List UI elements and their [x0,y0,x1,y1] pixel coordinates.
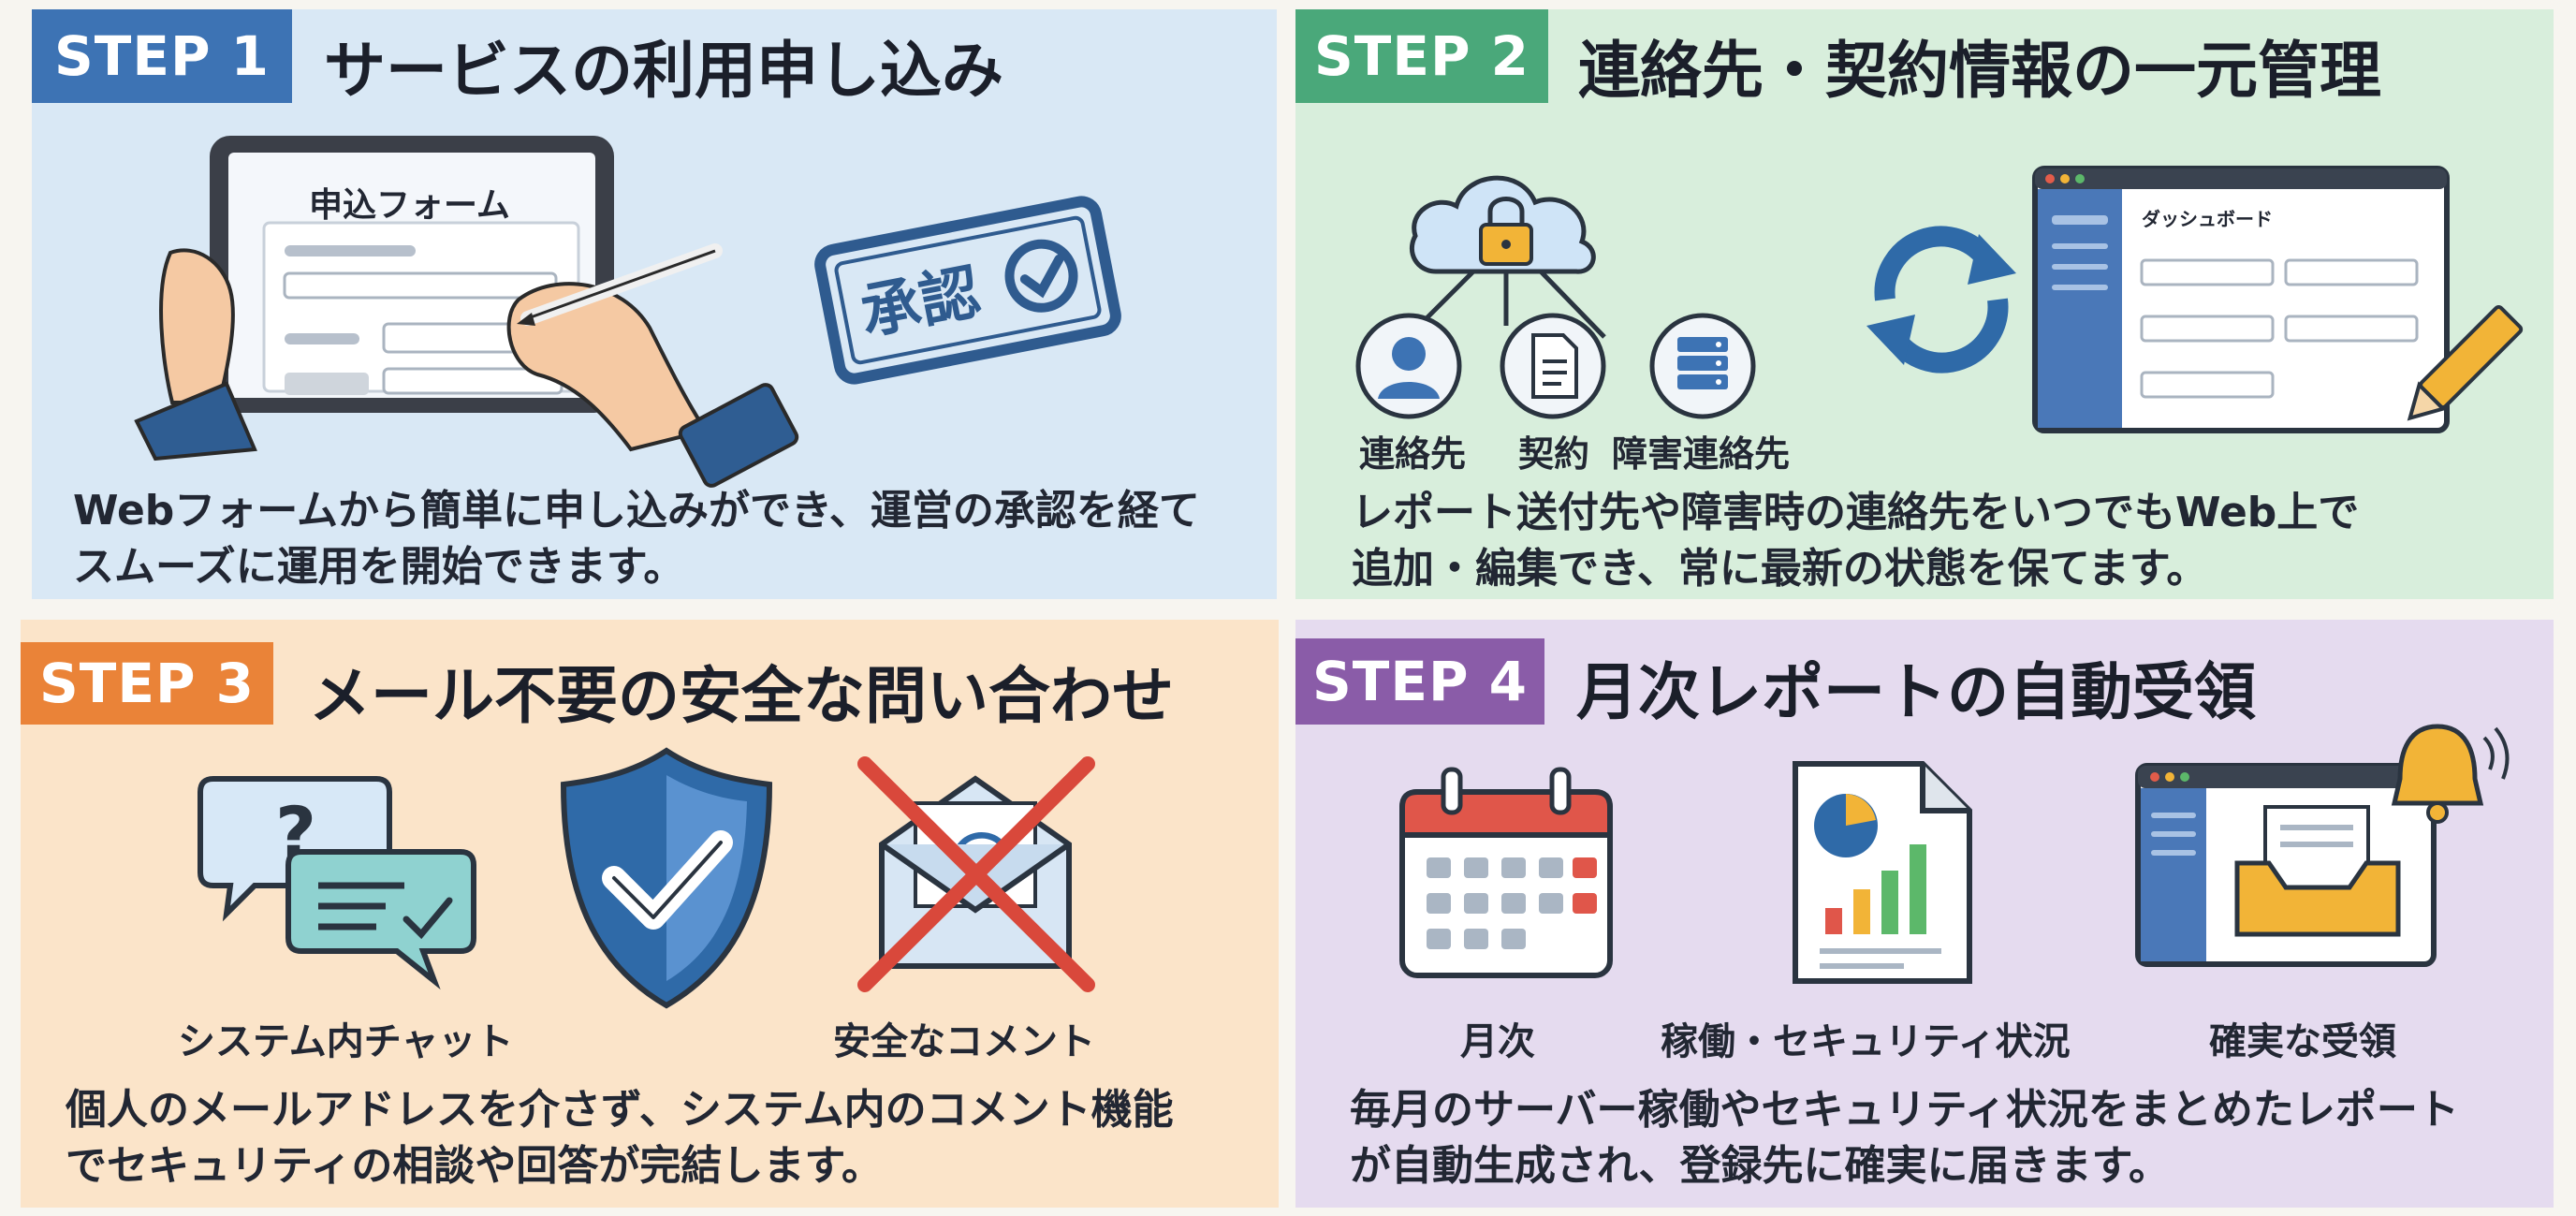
step-2-panel: STEP 2 連絡先・契約情報の一元管理 連絡先 契約 障害連絡先 [1295,9,2554,599]
server-icon [1649,313,1756,419]
form-title: 申込フォーム [309,186,510,225]
step-badge: STEP 1 [32,9,292,103]
step-4-panel: STEP 4 月次レポートの自動受領 [1295,620,2554,1208]
cloud-lock-icon [1406,175,1606,339]
label-operation-security-status: 稼働・セキュリティ状況 [1661,1020,2071,1063]
panel-description: 個人のメールアドレスを介さず、システム内のコメント機能 でセキュリティの相談や回… [66,1082,1174,1194]
label-in-system-chat: システム内チャット [178,1020,514,1063]
dashboard-title: ダッシュボード [2142,208,2273,230]
chat-bubbles-icon: ? [198,776,476,990]
contact-person-icon [1355,313,1462,419]
description-line-2: でセキュリティの相談や回答が完結します。 [66,1142,883,1190]
panel-description: 毎月のサーバー稼働やセキュリティ状況をまとめたレポート が自動生成され、登録先に… [1350,1082,2459,1194]
label-incident-contact: 障害連絡先 [1612,433,1791,475]
crossed-email-icon: @ [857,756,1095,992]
panel-title: メール不要の安全な問い合わせ [309,660,1174,732]
dashboard-window-icon [2032,166,2524,433]
tablet-form-illustration [134,136,799,488]
report-chart-icon [1793,761,1972,984]
panel-description: Webフォームから簡単に申し込みができ、運営の承認を経て スムーズに運用を開始で… [73,483,1200,595]
description-line-2: スムーズに運用を開始できます。 [73,543,685,591]
inbox-window-icon [2135,724,2510,967]
step-3-panel: STEP 3 メール不要の安全な問い合わせ ? @ システム内チャット 安全なコ… [21,620,1279,1208]
step-1-panel: STEP 1 サービスの利用申し込み 申込フォーム 承認 Webフォームから [32,9,1277,599]
shield-check-icon [560,747,773,1009]
calendar-icon [1399,767,1613,978]
panel-title: 月次レポートの自動受領 [1576,656,2256,728]
label-secure-comment: 安全なコメント [833,1020,1095,1063]
step-badge: STEP 2 [1295,9,1548,103]
description-line-1: Webフォームから簡単に申し込みができ、運営の承認を経て [73,487,1200,535]
description-line-1: レポート送付先や障害時の連絡先をいつでもWeb上で [1352,489,2360,536]
panel-title: 連絡先・契約情報の一元管理 [1578,35,2381,107]
step-badge: STEP 3 [21,642,273,725]
description-line-2: が自動生成され、登録先に確実に届きます。 [1350,1142,2171,1190]
sync-arrows-icon [1866,226,2016,374]
label-contract: 契約 [1518,433,1590,475]
label-monthly: 月次 [1460,1020,1535,1063]
step-badge: STEP 4 [1295,638,1544,725]
contract-document-icon [1500,313,1606,419]
label-reliable-receipt: 確実な受領 [2209,1020,2396,1063]
label-contact: 連絡先 [1359,433,1467,475]
description-line-2: 追加・編集でき、常に最新の状態を保てます。 [1352,545,2208,593]
description-line-1: 個人のメールアドレスを介さず、システム内のコメント機能 [66,1086,1174,1134]
panel-description: レポート送付先や障害時の連絡先をいつでもWeb上で 追加・編集でき、常に最新の状… [1352,485,2359,597]
panel-title: サービスの利用申し込み [324,35,1003,107]
description-line-1: 毎月のサーバー稼働やセキュリティ状況をまとめたレポート [1350,1086,2459,1134]
approval-stamp-icon [814,196,1121,385]
